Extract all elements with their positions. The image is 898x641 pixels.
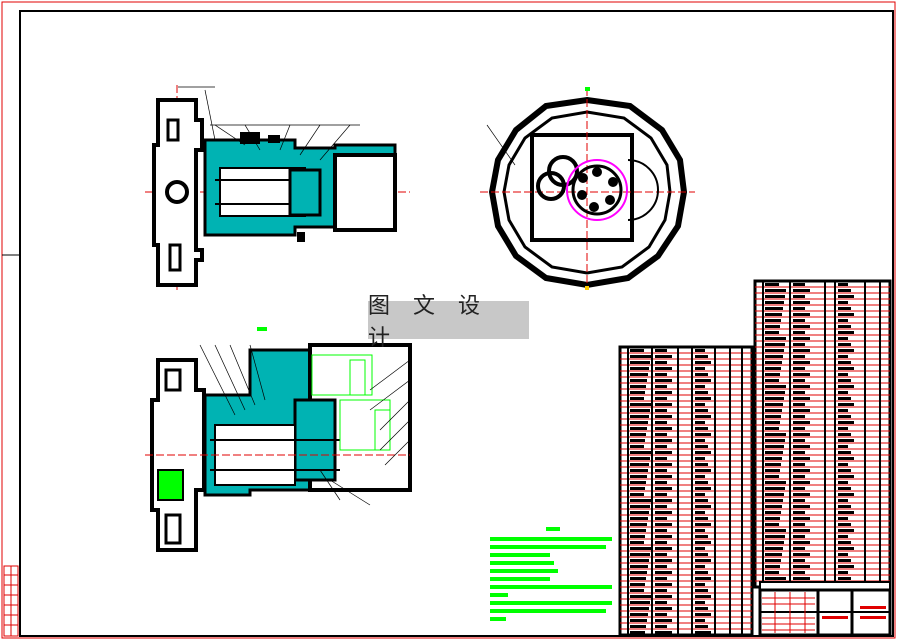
title-block (758, 588, 892, 637)
top-right-end-view (480, 87, 695, 290)
top-left-section-view (145, 85, 410, 290)
inner-frame (19, 10, 894, 637)
parts-list (618, 279, 892, 637)
technical-notes (490, 527, 612, 621)
bottom-left-section-view (145, 343, 412, 552)
left-margin-table (3, 565, 19, 637)
watermark-label: 图 文 设 计 (368, 294, 529, 351)
